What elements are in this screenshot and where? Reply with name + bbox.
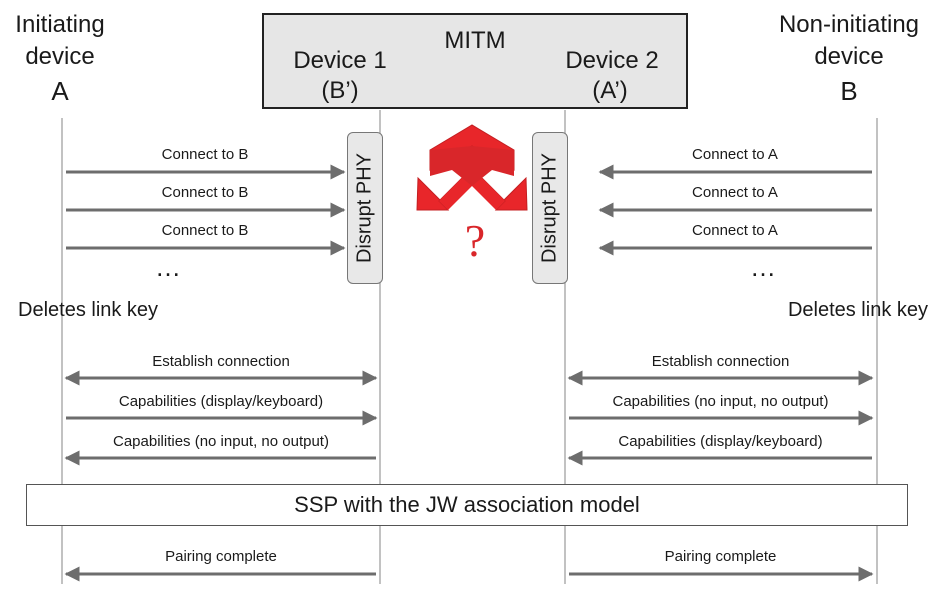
ellipsis-right: … (750, 252, 776, 282)
device2-role: (A’) (592, 77, 628, 104)
left-device-letter: A (51, 76, 69, 106)
connect-label-right-3: Connect to A (692, 222, 778, 239)
left-device-line2: device (25, 43, 95, 70)
disrupt-phy-right: Disrupt PHY (532, 132, 568, 284)
caps-out-label-left: Capabilities (display/keyboard) (118, 393, 324, 410)
mitm-title: MITM (444, 27, 506, 54)
disrupt-phy-left-label: Disrupt PHY (353, 152, 376, 264)
disrupt-phy-right-label: Disrupt PHY (538, 152, 561, 264)
question-mark: ? (464, 215, 486, 266)
left-device-line1: Initiating (15, 11, 105, 38)
caps-in-label-left: Capabilities (no input, no output) (113, 433, 329, 450)
deletes-link-key-right: Deletes link key (787, 299, 928, 321)
right-device-line1: Non-initiating (778, 11, 920, 38)
connect-label-left-1: Connect to B (161, 146, 249, 163)
right-device-line2: device (814, 43, 884, 70)
ellipsis-left: … (155, 252, 181, 282)
connect-label-left-2: Connect to B (161, 184, 249, 201)
right-device-letter: B (840, 76, 858, 106)
device1-name: Device 1 (293, 47, 387, 74)
establish-label-left: Establish connection (152, 353, 290, 370)
caps-out-label-right: Capabilities (no input, no output) (612, 393, 829, 410)
ssp-banner: SSP with the JW association model (26, 484, 908, 526)
caps-in-label-right: Capabilities (display/keyboard) (618, 433, 823, 450)
establish-label-right: Establish connection (651, 353, 790, 370)
disrupt-phy-left: Disrupt PHY (347, 132, 383, 284)
device2-name: Device 2 (565, 47, 659, 74)
connect-label-right-1: Connect to A (692, 146, 778, 163)
mitm-box (262, 13, 688, 109)
pairing-label-right: Pairing complete (664, 548, 777, 565)
red-double-arrow-icon (416, 124, 528, 211)
connect-label-right-2: Connect to A (692, 184, 778, 201)
pairing-label-left: Pairing complete (165, 548, 277, 565)
device1-role: (B’) (321, 77, 359, 104)
deletes-link-key-left: Deletes link key (18, 299, 159, 321)
connect-label-left-3: Connect to B (161, 222, 249, 239)
